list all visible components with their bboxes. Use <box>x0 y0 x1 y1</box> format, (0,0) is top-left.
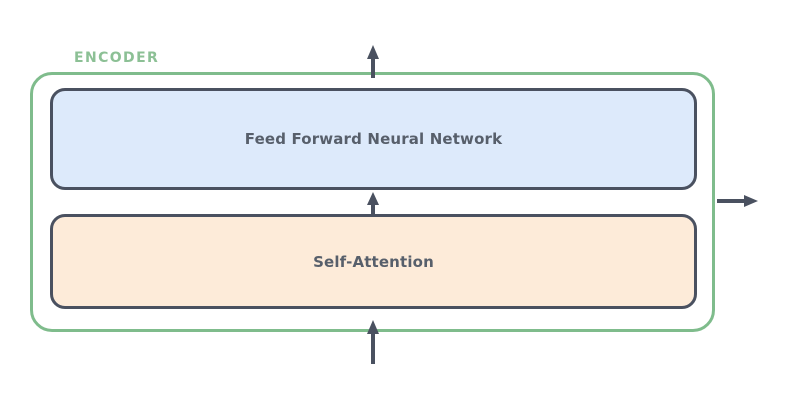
self-attention-box: Self-Attention <box>50 214 697 309</box>
input-arrow-icon <box>363 318 383 364</box>
output-arrow-right-icon <box>716 191 762 211</box>
feed-forward-neural-network-box: Feed Forward Neural Network <box>50 88 697 190</box>
self-attention-label: Self-Attention <box>313 252 434 271</box>
output-arrow-top-icon <box>363 44 383 78</box>
feed-forward-neural-network-label: Feed Forward Neural Network <box>244 130 503 148</box>
encoder-label: ENCODER <box>74 50 160 66</box>
selfattention-to-ffnn-arrow-icon <box>363 190 383 216</box>
